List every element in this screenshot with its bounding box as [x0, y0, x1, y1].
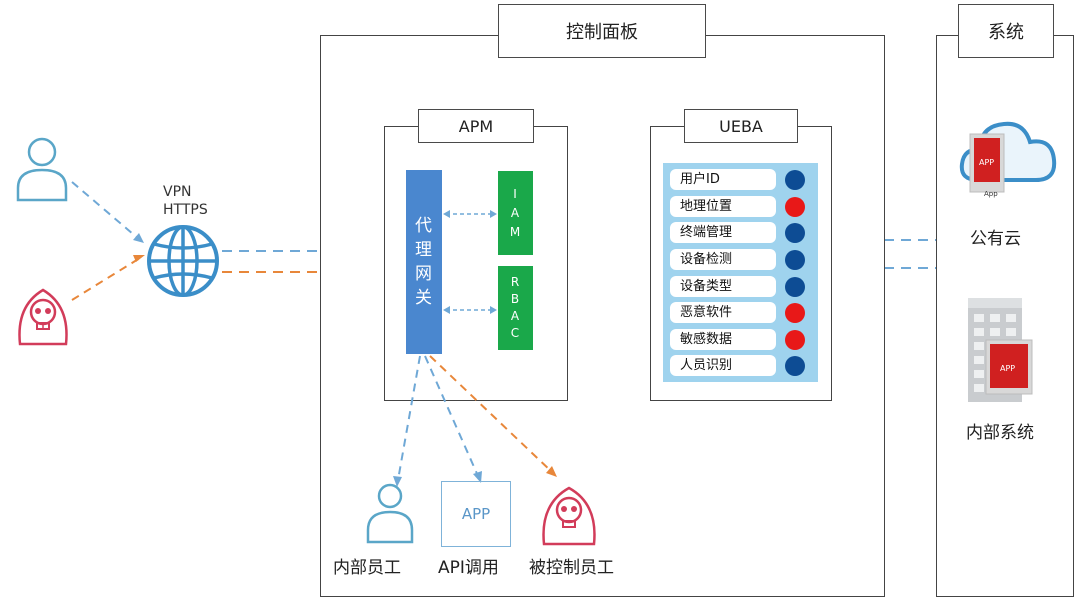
iam-label: I A M: [509, 186, 522, 239]
public-cloud-label: 公有云: [970, 229, 1021, 249]
controlled-employee-icon: [542, 486, 596, 546]
ueba-row-label: 敏感数据: [670, 329, 776, 350]
ueba-row-label: 地理位置: [670, 196, 776, 217]
proxy-gateway-label: 代 理 网 关: [415, 216, 433, 308]
internal-employee-label: 内部员工: [333, 558, 401, 578]
cloud-app-small-label: App: [984, 190, 998, 198]
cloud-app-badge: APP: [979, 158, 995, 167]
ueba-row-label: 用户ID: [670, 169, 776, 190]
building-icon: [968, 298, 1033, 402]
status-dot: [785, 356, 805, 376]
apm-title: APM: [418, 109, 534, 143]
control-panel-title: 控制面板: [498, 4, 706, 58]
status-dot: [785, 277, 805, 297]
proxy-gateway: [406, 170, 442, 354]
app-box: APP: [441, 481, 511, 547]
status-dot: [785, 170, 805, 190]
rbac-label: R B A C: [510, 275, 521, 340]
globe-icon: [147, 225, 219, 297]
ueba-row-label: 人员识别: [670, 355, 776, 376]
building-app-badge: APP: [1000, 364, 1016, 373]
status-dot: [785, 303, 805, 323]
https-label: HTTPS: [163, 202, 208, 218]
ueba-row-label: 设备检测: [670, 249, 776, 270]
system-title: 系统: [958, 4, 1054, 58]
ueba-row-label: 终端管理: [670, 222, 776, 243]
status-dot: [785, 197, 805, 217]
status-dot: [785, 330, 805, 350]
hacker-icon: [18, 288, 68, 346]
vpn-label: VPN: [163, 184, 192, 200]
iam-block: [498, 171, 533, 255]
ueba-row-label: 恶意软件: [670, 302, 776, 323]
ueba-row-label: 设备类型: [670, 276, 776, 297]
controlled-employee-label: 被控制员工: [529, 558, 614, 578]
status-dot: [785, 250, 805, 270]
cloud-icon: [959, 121, 1057, 193]
api-call-label: API调用: [438, 558, 499, 578]
internal-system-label: 内部系统: [966, 423, 1034, 443]
status-dot: [785, 223, 805, 243]
ueba-title: UEBA: [684, 109, 798, 143]
user-icon: [16, 137, 68, 202]
rbac-block: [498, 266, 533, 350]
employee-icon: [366, 483, 414, 544]
